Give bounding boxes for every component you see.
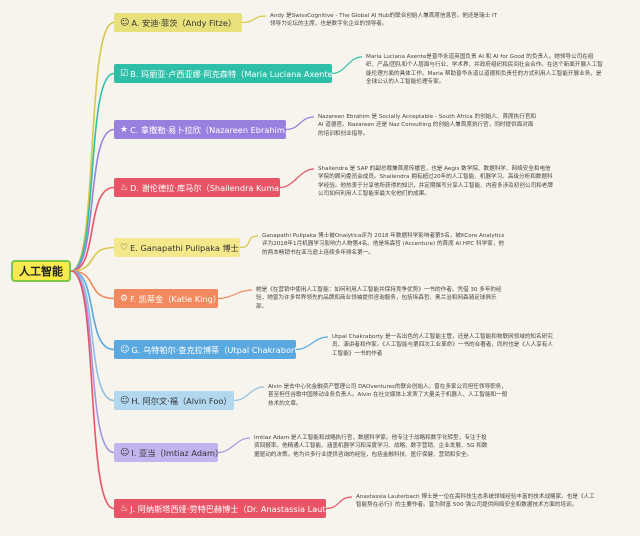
branch-connector <box>70 128 115 272</box>
branch-connector <box>70 270 115 454</box>
description-connector <box>325 496 353 510</box>
flame-icon: ♨ <box>120 503 129 514</box>
description-connector <box>241 15 267 24</box>
branch-connector <box>70 186 115 272</box>
branch-connector <box>70 270 115 402</box>
root-node[interactable]: 人工智能 <box>11 260 71 282</box>
description-connector <box>331 56 363 75</box>
branch-description: Utpal Chakraborty 是一名出色的人工智能主管，还是人工智能和物联… <box>332 334 553 357</box>
branch-label: H. 阿尔文·福（Alvin Foo） <box>131 395 232 406</box>
description-connector <box>217 289 253 300</box>
branch-node[interactable]: ☺A. 安迪·菲茨（Andy Fitze） <box>114 13 242 32</box>
branch-node[interactable]: ★C. 拿撒勒·易卜拉欣（Nazareen Ebrahim） <box>114 120 286 139</box>
branch-description: Shailendra 是 SAP 的副总裁兼首席传播官，也是 Aegis 数学院… <box>318 166 553 198</box>
branch-label: A. 安迪·菲茨（Andy Fitze） <box>131 17 237 28</box>
branch-label: B. 玛丽亚·卢西亚娜·阿克森特（Maria Luciana Axente） <box>130 68 332 79</box>
branch-description: 她是《在营销中使用人工智能：如何利用人工智能并保持竞争优势》一书的作者。凭借 3… <box>256 287 502 310</box>
smiley-icon: ☺ <box>120 17 130 28</box>
description-connector <box>295 336 329 351</box>
branch-label: D. 谢伦德拉·库马尔（Shailendra Kumar） <box>130 182 280 193</box>
description-connector <box>239 235 259 249</box>
branch-connector <box>70 21 115 272</box>
branch-node[interactable]: ☺H. 阿尔文·福（Alvin Foo） <box>114 391 234 410</box>
branch-description: Alvin 是去中心化金融资产管理公司 DAOventures的联合创始人。曾在… <box>268 384 508 407</box>
smiley-icon: ☺ <box>120 344 130 355</box>
branch-node[interactable]: ♨J. 阿纳斯塔西娅·劳特巴赫博士（Dr. Anastassia Lauterb… <box>114 499 326 518</box>
branch-label: I. 亚当（Imtiaz Adam） <box>131 447 218 458</box>
branch-label: E. Ganapathi Pulipaka 博士 <box>130 242 239 253</box>
star-icon: ★ <box>120 124 129 135</box>
branch-description: Imtiaz Adam 是人工智能和战略执行官，数据科学家。他专注于战略和数字化… <box>254 435 488 458</box>
branch-description: Nazareen Ebrahim 是 Socially Acceptable -… <box>318 114 537 137</box>
description-connector <box>217 437 251 454</box>
smiley-icon: ☺ <box>120 447 130 458</box>
flame-icon: ♨ <box>120 182 129 193</box>
branch-label: J. 阿纳斯塔西娅·劳特巴赫博士（Dr. Anastassia Lauterba… <box>130 503 326 514</box>
heart-icon: ♡ <box>120 242 129 253</box>
branch-connector <box>70 72 115 272</box>
branch-node[interactable]: ☺G. 乌特帕尔·查克拉博蒂（Utpal Chakraborty） <box>114 340 296 359</box>
checkbox-icon: ☑ <box>120 68 129 79</box>
description-connector <box>285 116 315 131</box>
description-connector <box>233 386 265 402</box>
description-connector <box>279 168 315 189</box>
branch-connector <box>70 270 115 510</box>
branch-node[interactable]: ♡E. Ganapathi Pulipaka 博士 <box>114 238 240 257</box>
branch-connector <box>70 246 115 272</box>
branch-node[interactable]: ⚙F. 凯蒂金（Katie King） <box>114 289 218 308</box>
branch-label: C. 拿撒勒·易卜拉欣（Nazareen Ebrahim） <box>130 124 286 135</box>
branch-label: F. 凯蒂金（Katie King） <box>130 293 218 304</box>
branch-node[interactable]: ☺I. 亚当（Imtiaz Adam） <box>114 443 218 462</box>
gear-icon: ⚙ <box>120 293 129 304</box>
root-label: 人工智能 <box>19 265 63 278</box>
branch-node[interactable]: ♨D. 谢伦德拉·库马尔（Shailendra Kumar） <box>114 178 280 197</box>
branch-connector <box>70 270 115 351</box>
branch-description: Ganapathi Pulipaka 博士被Onalytica评为 2018 年… <box>262 233 505 256</box>
branch-node[interactable]: ☑B. 玛丽亚·卢西亚娜·阿克森特（Maria Luciana Axente） <box>114 64 332 83</box>
smiley-icon: ☺ <box>120 395 130 406</box>
branch-description: Anastassia Lauterbach 博士是一位在高科技生态系统领域经验丰… <box>356 494 595 509</box>
branch-label: G. 乌特帕尔·查克拉博蒂（Utpal Chakraborty） <box>131 344 296 355</box>
branch-connector <box>70 270 115 300</box>
branch-description: Maria Luciana Axente是普华永道英国负责 AI 和 AI fo… <box>366 54 603 86</box>
branch-description: Andy 是SwissCognitive - The Global AI Hub… <box>270 13 498 28</box>
